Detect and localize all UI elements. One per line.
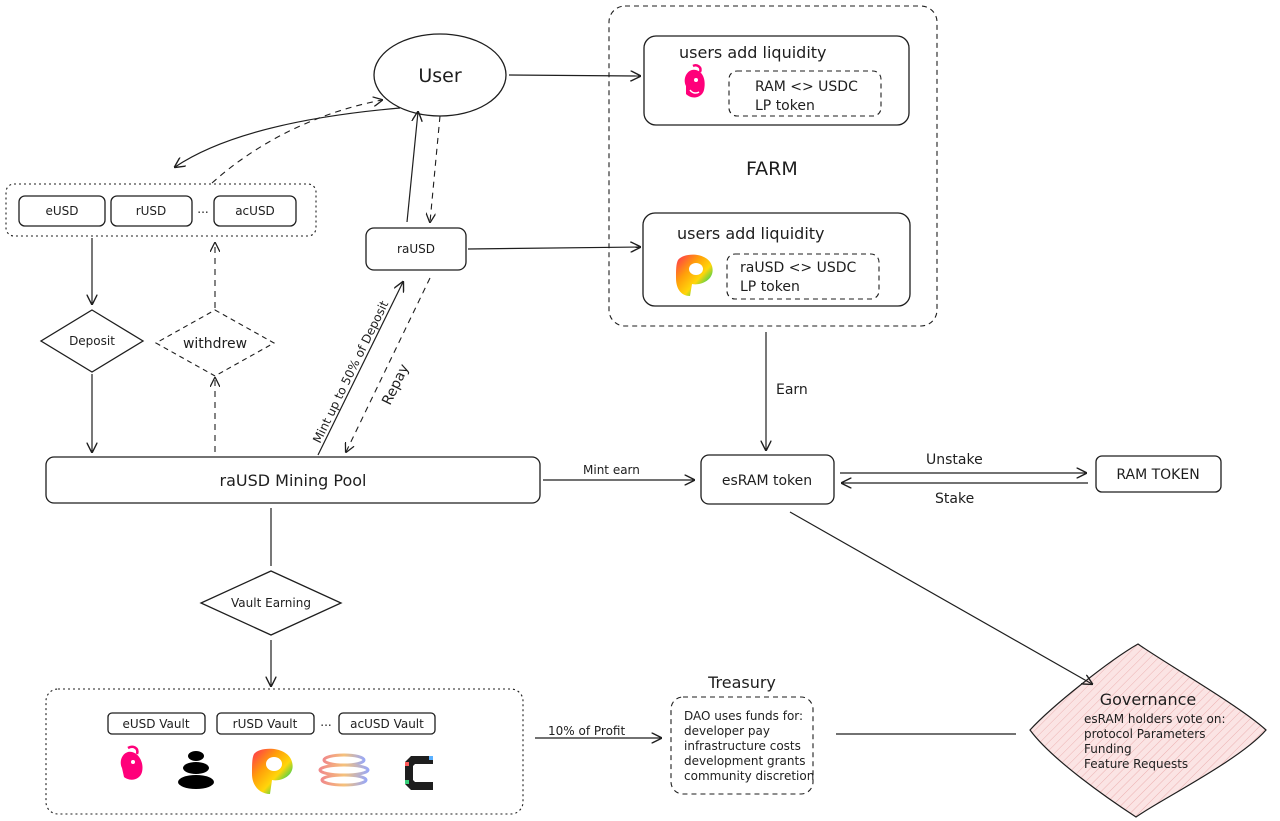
pool-lp: LP token (755, 98, 815, 114)
svg-text:Governance: Governance (1100, 690, 1197, 709)
svg-text:Vault Earning: Vault Earning (231, 596, 311, 610)
governance-node: Governance esRAM holders vote on: protoc… (1029, 643, 1267, 818)
farm-pool-raUSD: users add liquidity raUSD <> USDC LP tok… (642, 212, 911, 307)
svg-text:infrastructure costs: infrastructure costs (684, 739, 801, 753)
vault-eusd: eUSD Vault (107, 712, 206, 735)
svg-text:Funding: Funding (1084, 742, 1132, 756)
token-eusd: eUSD (18, 195, 106, 227)
svg-text:developer pay: developer pay (684, 724, 770, 738)
svg-text:development grants: development grants (684, 754, 805, 768)
esram-node: esRAM token (700, 454, 835, 505)
token-ellipsis: ... (197, 202, 208, 216)
withdrew-diamond: withdrew (154, 309, 276, 377)
svg-text:RAM TOKEN: RAM TOKEN (1116, 467, 1199, 483)
vault-acusd: acUSD Vault (338, 712, 436, 735)
stake-label: Stake (935, 491, 974, 507)
svg-text:acUSD Vault: acUSD Vault (350, 717, 424, 731)
svg-text:eUSD: eUSD (45, 204, 78, 218)
token-rusd: rUSD (110, 195, 193, 227)
svg-text:withdrew: withdrew (183, 336, 247, 352)
vault-ellipsis: ... (320, 715, 331, 729)
vault-rusd: rUSD Vault (216, 712, 315, 735)
svg-text:rUSD: rUSD (136, 204, 167, 218)
svg-text:eUSD Vault: eUSD Vault (122, 717, 189, 731)
raUSD-node: raUSD (365, 227, 467, 271)
earn-label: Earn (776, 382, 808, 398)
pool-title: users add liquidity (677, 224, 825, 243)
mint-label: Mint up to 50% of Deposit (310, 298, 391, 445)
farm-title: FARM (746, 158, 798, 180)
svg-text:esRAM token: esRAM token (722, 473, 812, 489)
pool-pair: RAM <> USDC (755, 79, 858, 95)
svg-text:acUSD: acUSD (235, 204, 275, 218)
svg-text:community discretion: community discretion (684, 769, 814, 783)
farm-pool-ram: users add liquidity RAM <> USDC LP token (643, 35, 910, 126)
convex-icon (405, 756, 433, 790)
token-acusd: acUSD (213, 195, 297, 227)
svg-text:esRAM holders vote on:: esRAM holders vote on: (1084, 712, 1225, 726)
profit-label: 10% of Profit (548, 724, 625, 738)
vault-region (45, 688, 524, 815)
velodrome-icon (676, 254, 713, 296)
treasury-node: DAO uses funds for: developer pay infras… (670, 696, 814, 795)
svg-text:raUSD Mining Pool: raUSD Mining Pool (220, 471, 367, 490)
treasury-title: Treasury (707, 673, 776, 692)
repay-label: Repay (379, 362, 412, 408)
pool-lp: LP token (740, 279, 800, 295)
unstake-label: Unstake (926, 452, 983, 468)
svg-text:raUSD: raUSD (397, 242, 435, 256)
token-row-group (5, 183, 317, 237)
ram-token-node: RAM TOKEN (1095, 455, 1222, 493)
svg-text:protocol Parameters: protocol Parameters (1084, 727, 1205, 741)
velodrome-icon (252, 748, 293, 794)
deposit-diamond: Deposit (39, 309, 145, 373)
svg-text:rUSD Vault: rUSD Vault (233, 717, 298, 731)
user-node: User (373, 33, 507, 117)
pool-pair: raUSD <> USDC (740, 260, 857, 276)
svg-text:Feature Requests: Feature Requests (1084, 757, 1188, 771)
user-label: User (418, 65, 461, 87)
curve-icon (318, 753, 370, 787)
uniswap-icon (120, 745, 143, 780)
svg-text:DAO uses funds for:: DAO uses funds for: (684, 709, 803, 723)
pool-title: users add liquidity (679, 43, 827, 62)
vault-earning-diamond: Vault Earning (199, 570, 343, 636)
balancer-icon (178, 751, 214, 789)
uniswap-icon (684, 64, 705, 98)
farm-region (608, 5, 938, 327)
mint-earn-label: Mint earn (583, 463, 640, 477)
mining-pool-node: raUSD Mining Pool (45, 456, 541, 504)
svg-text:Deposit: Deposit (69, 334, 115, 348)
